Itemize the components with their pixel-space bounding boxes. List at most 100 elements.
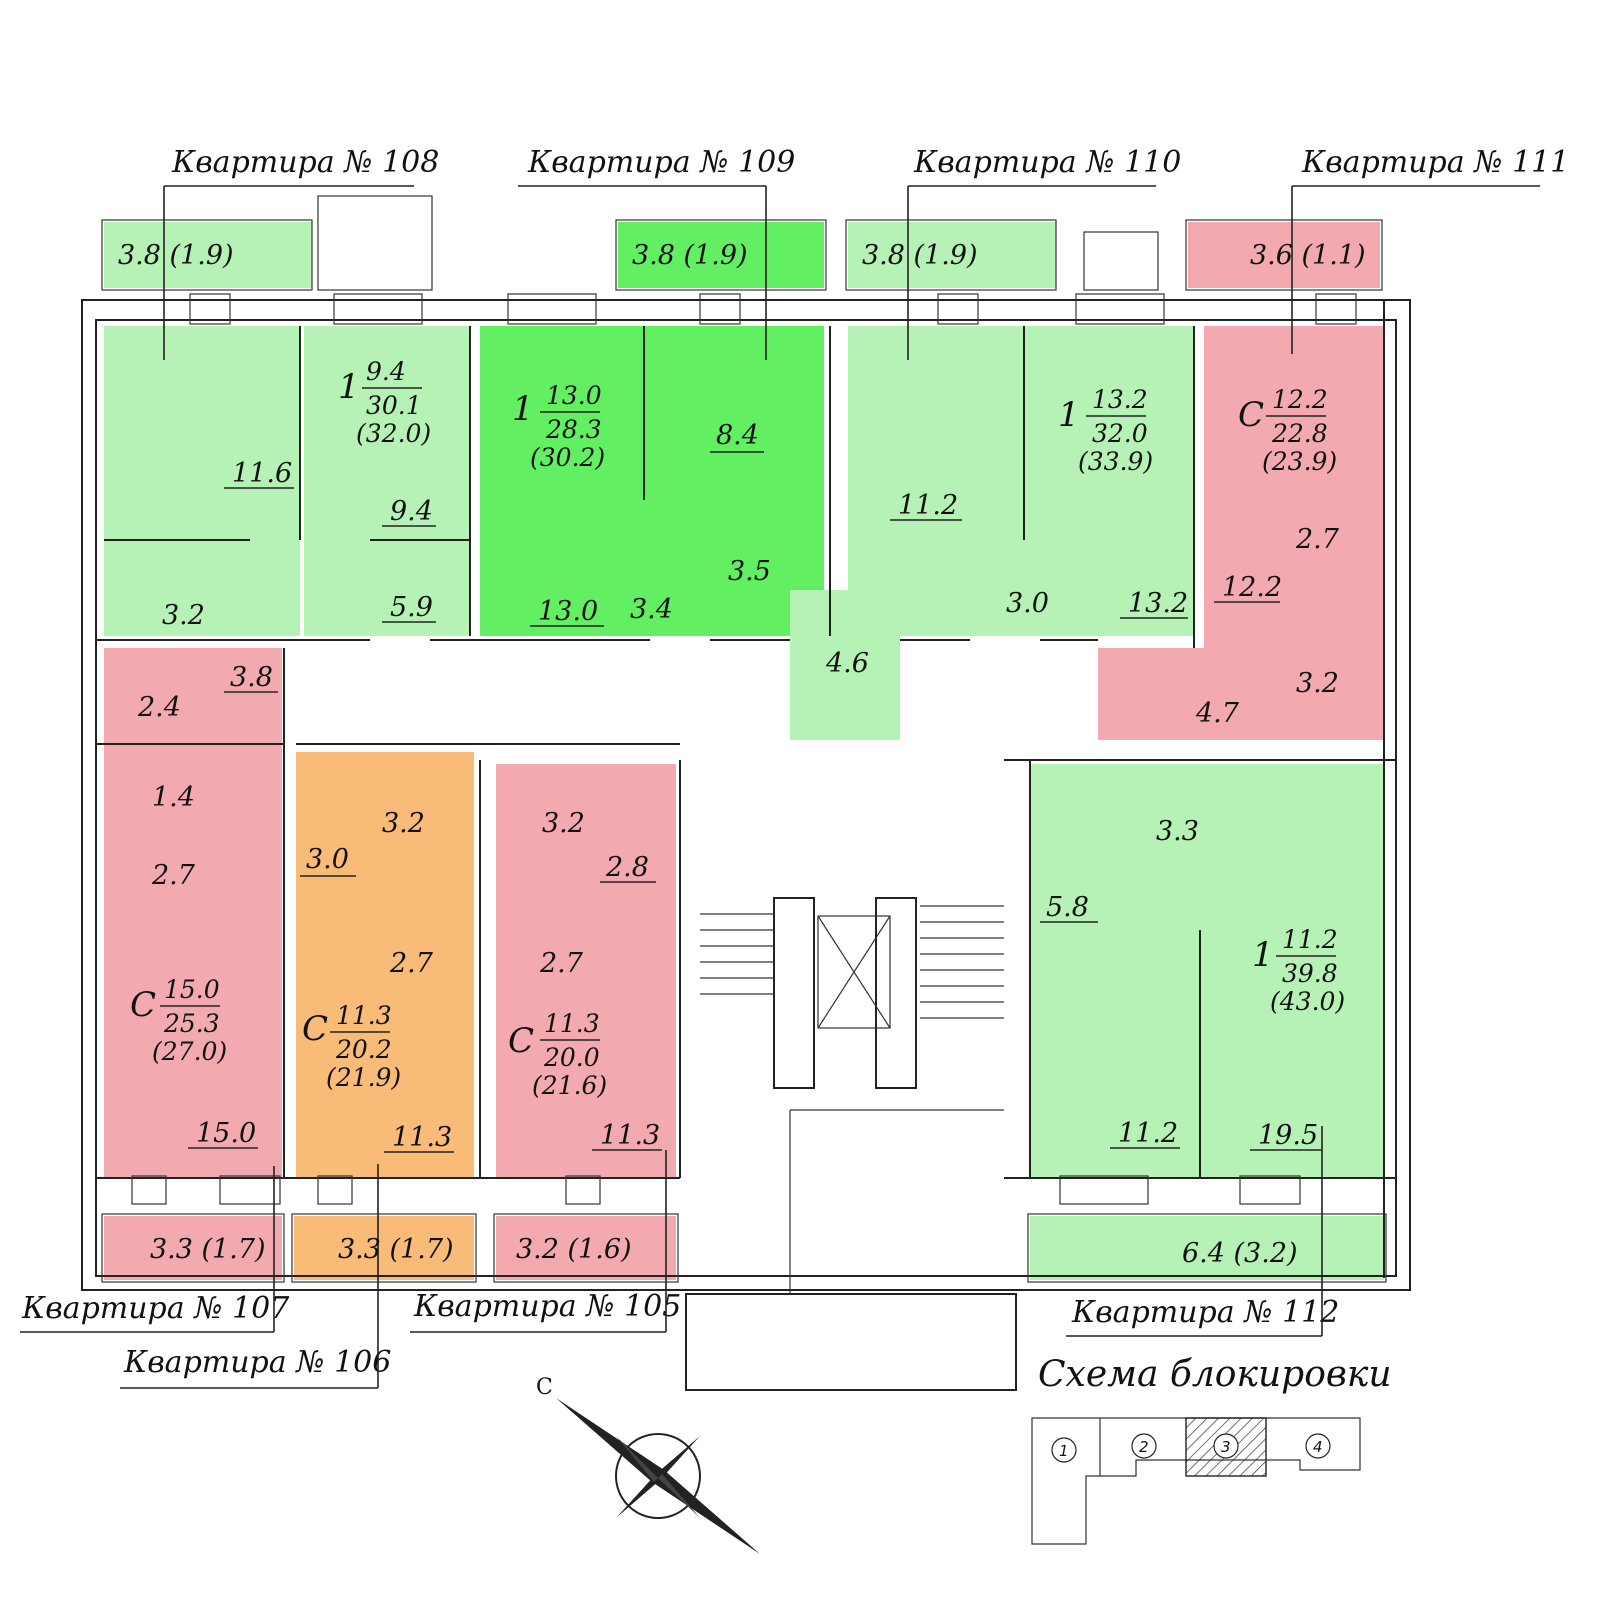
apartment-108-fill[interactable] <box>104 222 470 636</box>
balcony-105 <box>496 1216 676 1280</box>
apt-type: C <box>1238 395 1264 435</box>
scheme-section-4: 4 <box>1313 1438 1323 1456</box>
apt-106-label: Квартира № 106 <box>123 1345 391 1380</box>
room-area: 1.4 <box>152 782 195 813</box>
apt-105-label: Квартира № 105 <box>413 1289 681 1324</box>
total-area: 30.1 <box>366 391 422 420</box>
total-area-balcony: (27.0) <box>152 1037 227 1066</box>
apartment-109-fill[interactable] <box>480 222 824 636</box>
total-area: 32.0 <box>1092 419 1148 448</box>
room-area: 2.7 <box>151 860 196 891</box>
apartment-110-fill[interactable] <box>790 222 1194 740</box>
total-area: 20.0 <box>543 1043 600 1072</box>
apartment-labels: Квартира № 108 Квартира № 109 Квартира №… <box>20 145 1569 1389</box>
apt-106-room <box>296 752 474 1178</box>
apt-106-areas: 3.2 3.0 2.7 C 11.3 20.2 (21.9) 11.3 3.3 … <box>300 808 454 1265</box>
scheme-section-1: 1 <box>1059 1442 1069 1460</box>
apt-type: 1 <box>338 367 360 407</box>
balcony-area: 3.8 (1.9) <box>118 240 234 271</box>
balcony-112 <box>1030 1216 1384 1280</box>
room-area: 3.2 <box>162 600 205 631</box>
compass-rose: С <box>536 1375 760 1554</box>
apt-110-areas: 3.8 (1.9) 1 13.2 32.0 (33.9) 11.2 3.0 13… <box>825 240 1188 679</box>
apt-111-room <box>1204 326 1384 740</box>
apt-108-room <box>104 326 300 636</box>
room-area: 3.4 <box>630 594 673 625</box>
total-area-balcony: (21.9) <box>326 1063 401 1092</box>
balcony-area: 6.4 (3.2) <box>1182 1238 1298 1269</box>
room-area: 2.7 <box>389 948 434 979</box>
total-area-balcony: (33.9) <box>1078 447 1153 476</box>
room-area: 5.9 <box>390 592 433 623</box>
total-area: 22.8 <box>1271 419 1328 448</box>
scheme-title: Схема блокировки <box>1038 1354 1392 1395</box>
apt-type: C <box>130 985 156 1025</box>
living-area: 11.3 <box>336 1001 392 1030</box>
apartment-106-fill[interactable] <box>294 752 474 1280</box>
living-area: 13.0 <box>546 381 602 410</box>
room-area: 3.2 <box>1296 668 1339 699</box>
apt-type: 1 <box>1058 395 1080 435</box>
apt-105-room <box>496 764 676 1178</box>
room-area: 2.4 <box>137 692 181 723</box>
room-area: 11.3 <box>600 1120 660 1151</box>
room-area: 2.8 <box>605 852 649 883</box>
apartment-107-fill[interactable] <box>104 648 282 1280</box>
living-area: 11.2 <box>1282 925 1338 954</box>
room-area: 19.5 <box>1258 1120 1318 1151</box>
room-area: 4.7 <box>1195 698 1240 729</box>
room-area: 3.5 <box>728 556 771 587</box>
total-area: 39.8 <box>1282 959 1338 988</box>
apt-109-label: Квартира № 109 <box>527 145 795 180</box>
apt-110-room <box>790 590 900 740</box>
living-area: 15.0 <box>164 975 220 1004</box>
room-area: 11.3 <box>392 1122 452 1153</box>
apartment-111-fill[interactable] <box>1098 222 1384 740</box>
room-area: 12.2 <box>1222 572 1282 603</box>
balcony-area: 3.2 (1.6) <box>516 1234 632 1265</box>
total-area-balcony: (43.0) <box>1270 987 1345 1016</box>
balcony-106 <box>294 1216 474 1280</box>
apt-108-areas: 3.8 (1.9) 1 9.4 30.1 (32.0) 11.6 9.4 5.9… <box>118 240 436 631</box>
living-area: 11.3 <box>544 1009 600 1038</box>
living-area: 12.2 <box>1272 385 1328 414</box>
apt-107-room <box>104 648 282 1178</box>
room-area: 2.7 <box>1295 524 1340 555</box>
apartment-112-fill[interactable] <box>1030 764 1384 1280</box>
total-area: 28.3 <box>545 415 602 444</box>
apt-109-room <box>480 326 824 636</box>
total-area-balcony: (21.6) <box>532 1071 607 1100</box>
room-area: 2.7 <box>539 948 584 979</box>
apt-105-areas: 3.2 2.8 2.7 C 11.3 20.0 (21.6) 11.3 3.2 … <box>508 808 662 1265</box>
room-area: 5.8 <box>1046 892 1089 923</box>
room-area: 3.8 <box>230 662 273 693</box>
apt-111-label: Квартира № 111 <box>1301 145 1569 180</box>
room-area: 15.0 <box>196 1118 256 1149</box>
balcony-111 <box>1188 222 1380 288</box>
scheme-section-3: 3 <box>1221 1438 1231 1456</box>
apt-111-areas: 3.6 (1.1) C 12.2 22.8 (23.9) 2.7 12.2 3.… <box>1195 240 1366 729</box>
living-area: 9.4 <box>366 357 406 386</box>
apt-110-room <box>848 326 1194 636</box>
apt-110-label: Квартира № 110 <box>913 145 1181 180</box>
balcony-108 <box>104 222 312 288</box>
balcony-area: 3.6 (1.1) <box>1250 240 1366 271</box>
balcony-area: 3.8 (1.9) <box>862 240 978 271</box>
apt-112-areas: 3.3 5.8 1 11.2 39.8 (43.0) 11.2 19.5 6.4… <box>1040 816 1345 1269</box>
room-area: 11.6 <box>232 458 292 489</box>
walls <box>81 195 1411 1391</box>
scheme-section-2: 2 <box>1139 1438 1149 1456</box>
room-area: 13.0 <box>538 596 598 627</box>
total-area-balcony: (30.2) <box>530 443 605 472</box>
apt-108-room <box>304 326 470 636</box>
balcony-area: 3.3 (1.7) <box>150 1234 266 1265</box>
balcony-110 <box>848 222 1056 288</box>
balcony-area: 3.8 (1.9) <box>632 240 748 271</box>
room-area: 3.0 <box>1006 588 1049 619</box>
room-area: 11.2 <box>1118 1118 1178 1149</box>
apt-109-areas: 3.8 (1.9) 1 13.0 28.3 (30.2) 8.4 13.0 3.… <box>512 240 771 627</box>
balcony-109 <box>618 222 824 288</box>
room-area: 13.2 <box>1128 588 1188 619</box>
compass-north-label: С <box>536 1375 553 1400</box>
apartment-105-fill[interactable] <box>496 764 676 1280</box>
